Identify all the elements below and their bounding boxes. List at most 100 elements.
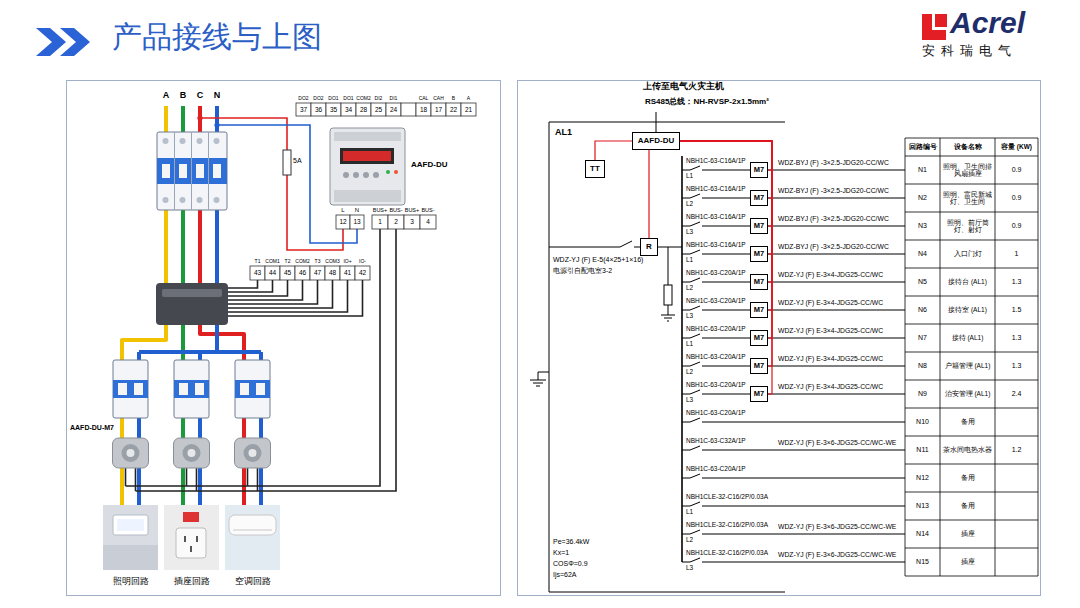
breaker-model: NBH1CLE-32-C16/2P/0.03A (686, 549, 768, 556)
brand-logo-icon (922, 14, 947, 40)
phase-label: L3 (686, 396, 693, 403)
terminal-name: DO1 (341, 94, 356, 103)
terminal-number: 47 (310, 266, 325, 280)
terminal-number: 35 (326, 103, 341, 116)
branch-breaker (113, 380, 148, 398)
capacity-value: 1.3 (995, 352, 1038, 380)
arc-fault-detector (183, 444, 201, 462)
terminal-number: 43 (250, 266, 265, 280)
branch-breaker (118, 383, 127, 395)
breaker-model: NBH1CLE-32-C16/2P/0.03A (686, 493, 768, 500)
brand-logo-icon (935, 14, 947, 27)
load-name: 治安管理 (AL1) (940, 380, 995, 408)
terminal-block (356, 103, 371, 116)
terminal-number: 4 (420, 215, 436, 229)
residual-current-box: R (640, 238, 658, 256)
cable-spec: WDZ-BYJ (F) -3×2.5-JDG20-CC/WC (778, 159, 889, 167)
circuit-number: N15 (905, 548, 940, 576)
capacity-value: 2.4 (995, 380, 1038, 408)
single-line-wiring (549, 122, 785, 592)
node-text: M7 (754, 306, 764, 314)
terminal-name: B (446, 94, 461, 103)
terminal-block (326, 103, 341, 116)
arc-fault-detector (122, 444, 140, 462)
terminal-name: DI2 (371, 94, 386, 103)
load-name: 接待台 (AL1) (940, 268, 995, 296)
breaker-model: NBH1C-63-C32A/1P (686, 437, 746, 444)
branch-breaker (240, 383, 249, 395)
load-name: 接待 (AL1) (940, 324, 995, 352)
breaker-model: NBH1C-63-C20A/1P (686, 269, 746, 276)
single-line-wiring (549, 241, 682, 247)
main-breaker (180, 138, 186, 144)
detector-box: M7 (750, 274, 768, 290)
arc-fault-detector (174, 438, 210, 468)
monitor-device (343, 172, 379, 178)
breaker-model: NBH1C-63-C20A/1P (686, 297, 746, 304)
terminal-number: 45 (280, 266, 295, 280)
terminal-number: 28 (356, 103, 371, 116)
main-breaker (179, 164, 187, 178)
arc-fault-detector (244, 444, 262, 462)
monitor-device (330, 128, 405, 205)
control-wire (228, 280, 363, 316)
main-breaker (213, 164, 221, 178)
load-photo (176, 528, 206, 558)
circuit-caption: 照明回路 (102, 575, 160, 587)
load-photo (225, 505, 280, 570)
load-photo (103, 505, 280, 570)
branch-breaker (235, 380, 270, 398)
terminal-name: T3 (310, 257, 325, 266)
terminal-name: IO+ (340, 257, 355, 266)
load-photo (233, 530, 272, 531)
fuse-symbol (283, 150, 291, 175)
capacity-value: 0.9 (995, 156, 1038, 184)
cable-spec: WDZ-YJ (F) E-3×6-JDG25-CC/WC-WE (778, 551, 896, 559)
load-photo (184, 536, 186, 542)
capacity-value: 1.3 (995, 324, 1038, 352)
terminal-block (311, 103, 326, 116)
branch-breaker (256, 383, 265, 395)
terminal-name: N (350, 206, 364, 215)
single-line-wiring (661, 247, 675, 321)
table-header: 设备名称 (940, 138, 995, 156)
terminal-block (250, 266, 265, 280)
single-line-wiring (530, 372, 549, 386)
main-breaker (163, 138, 169, 144)
bus-cable-note: RS485总线：NH-RVSP-2x1.5mm² (645, 97, 769, 106)
signal-wire (648, 150, 649, 238)
load-name: 照明、前厅筒灯、射灯 (940, 212, 995, 240)
terminal-block (461, 103, 476, 116)
terminal-name: CAL (416, 94, 431, 103)
terminal-number: 41 (340, 266, 355, 280)
terminal-block (280, 266, 295, 280)
load-name: 户籍管理 (AL1) (940, 352, 995, 380)
load-photo (103, 505, 158, 570)
load-parameter: Kx=1 (553, 549, 569, 557)
cable-spec: WDZ-BYJ (F) -3×2.5-JDG20-CC/WC (778, 215, 889, 223)
monitor-device (334, 132, 401, 141)
terminal-name: CAH (431, 94, 446, 103)
header-chevrons (36, 28, 66, 56)
load-name: 接待室 (AL1) (940, 296, 995, 324)
terminal-number: 44 (265, 266, 280, 280)
signal-wire (680, 141, 772, 226)
terminal-name: DO1 (326, 94, 341, 103)
signal-wire (595, 141, 632, 160)
load-photo (190, 546, 192, 552)
terminal-name: T2 (280, 257, 295, 266)
brand-name: Acrel (950, 6, 1025, 41)
monitor-device (343, 172, 349, 178)
phase-label: L2 (686, 536, 693, 543)
terminal-block (336, 215, 350, 229)
circuit-caption: 插座回路 (163, 575, 221, 587)
branch-breaker (113, 360, 148, 418)
branch-breaker (134, 383, 143, 395)
breaker-model: NBH1C-63-C20A/1P (686, 325, 746, 332)
breaker-model: NBH1C-63-C16A/1P (686, 185, 746, 192)
breaker-model: NBH1C-63-C16A/1P (686, 213, 746, 220)
detector-box: M7 (750, 246, 768, 262)
terminal-number: 18 (416, 103, 431, 116)
terminal-block (341, 103, 356, 116)
